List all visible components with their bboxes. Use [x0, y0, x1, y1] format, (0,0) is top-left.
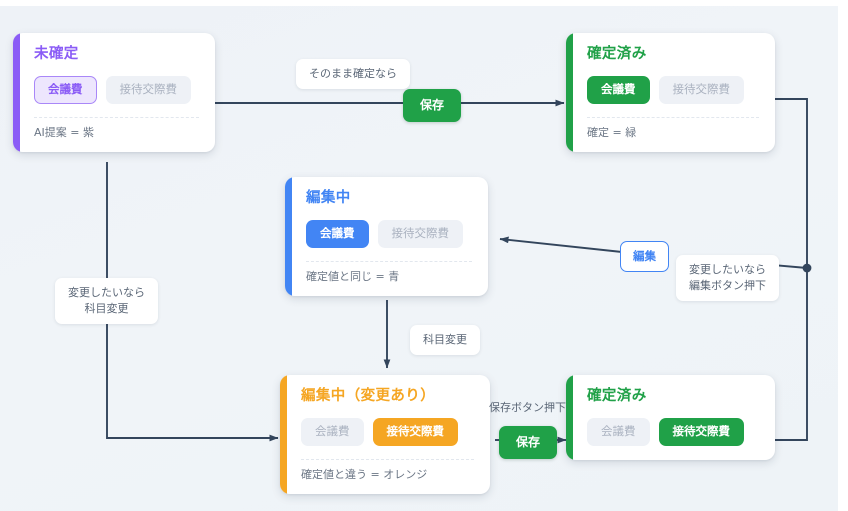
- card-divider: [34, 117, 199, 119]
- card-note: 確定 = 緑: [587, 126, 637, 140]
- card-note: 確定値と違う = オレンジ: [301, 468, 428, 482]
- chip-settaikousaihi[interactable]: 接待交際費: [658, 75, 744, 105]
- chip-settaikousaihi[interactable]: 接待交際費: [377, 219, 463, 249]
- chip-kaigihi[interactable]: 会議費: [587, 417, 650, 447]
- chip-kaigihi[interactable]: 会議費: [587, 75, 650, 105]
- card-divider: [587, 117, 759, 119]
- chip-group: 会議費 接待交際費: [301, 417, 474, 447]
- edge-confirmed-bottom-to-junction: [775, 268, 808, 441]
- chip-group: 会議費 接待交際費: [34, 75, 199, 105]
- save-button-bottom[interactable]: 保存: [499, 426, 558, 460]
- edge-label-save-button-press: 保存ボタン押下: [489, 401, 566, 414]
- chip-group: 会議費 接待交際費: [587, 75, 759, 105]
- card-accent-bar: [566, 375, 573, 461]
- edge-label-change-category: 変更したいなら 科目変更: [55, 278, 158, 324]
- edge-edit-label-to-editing: [499, 236, 623, 253]
- edge-pending-to-editing-changed: [106, 162, 279, 442]
- card-confirmed-top[interactable]: 確定済み 会議費 接待交際費 確定 = 緑: [566, 33, 775, 153]
- card-divider: [306, 261, 472, 263]
- card-title: 未確定: [34, 46, 79, 62]
- card-editing[interactable]: 編集中 会議費 接待交際費 確定値と同じ = 青: [285, 177, 488, 297]
- card-title: 確定済み: [587, 388, 647, 404]
- card-accent-bar: [13, 33, 20, 153]
- chip-settaikousaihi[interactable]: 接待交際費: [658, 417, 744, 447]
- card-title: 確定済み: [587, 46, 647, 62]
- card-accent-bar: [566, 33, 573, 153]
- edge-label-category-change: 科目変更: [410, 325, 480, 355]
- card-confirmed-bottom[interactable]: 確定済み 会議費 接待交際費: [566, 375, 775, 461]
- card-note: 確定値と同じ = 青: [306, 270, 400, 284]
- edge-confirmed-top-to-junction: [775, 98, 808, 268]
- card-accent-bar: [285, 177, 292, 297]
- chip-group: 会議費 接待交際費: [587, 417, 759, 447]
- chip-settaikousaihi[interactable]: 接待交際費: [372, 417, 458, 447]
- edge-label-as-is: そのまま確定なら: [296, 59, 410, 89]
- edge-label-want-change-edit: 変更したいなら 編集ボタン押下: [676, 255, 779, 301]
- chip-group: 会議費 接待交際費: [306, 219, 472, 249]
- save-button-top[interactable]: 保存: [403, 89, 462, 123]
- card-pending[interactable]: 未確定 会議費 接待交際費 AI提案 = 紫: [13, 33, 215, 153]
- chip-kaigihi[interactable]: 会議費: [34, 75, 97, 105]
- card-accent-bar: [280, 375, 287, 495]
- card-note: AI提案 = 紫: [34, 126, 94, 140]
- edit-button[interactable]: 編集: [620, 241, 669, 272]
- chip-settaikousaihi[interactable]: 接待交際費: [105, 75, 191, 105]
- card-title: 編集中（変更あり）: [301, 388, 436, 404]
- card-editing-changed[interactable]: 編集中（変更あり） 会議費 接待交際費 確定値と違う = オレンジ: [280, 375, 490, 495]
- card-title: 編集中: [306, 190, 351, 206]
- chip-kaigihi[interactable]: 会議費: [306, 219, 369, 249]
- card-divider: [301, 459, 474, 461]
- chip-kaigihi[interactable]: 会議費: [301, 417, 364, 447]
